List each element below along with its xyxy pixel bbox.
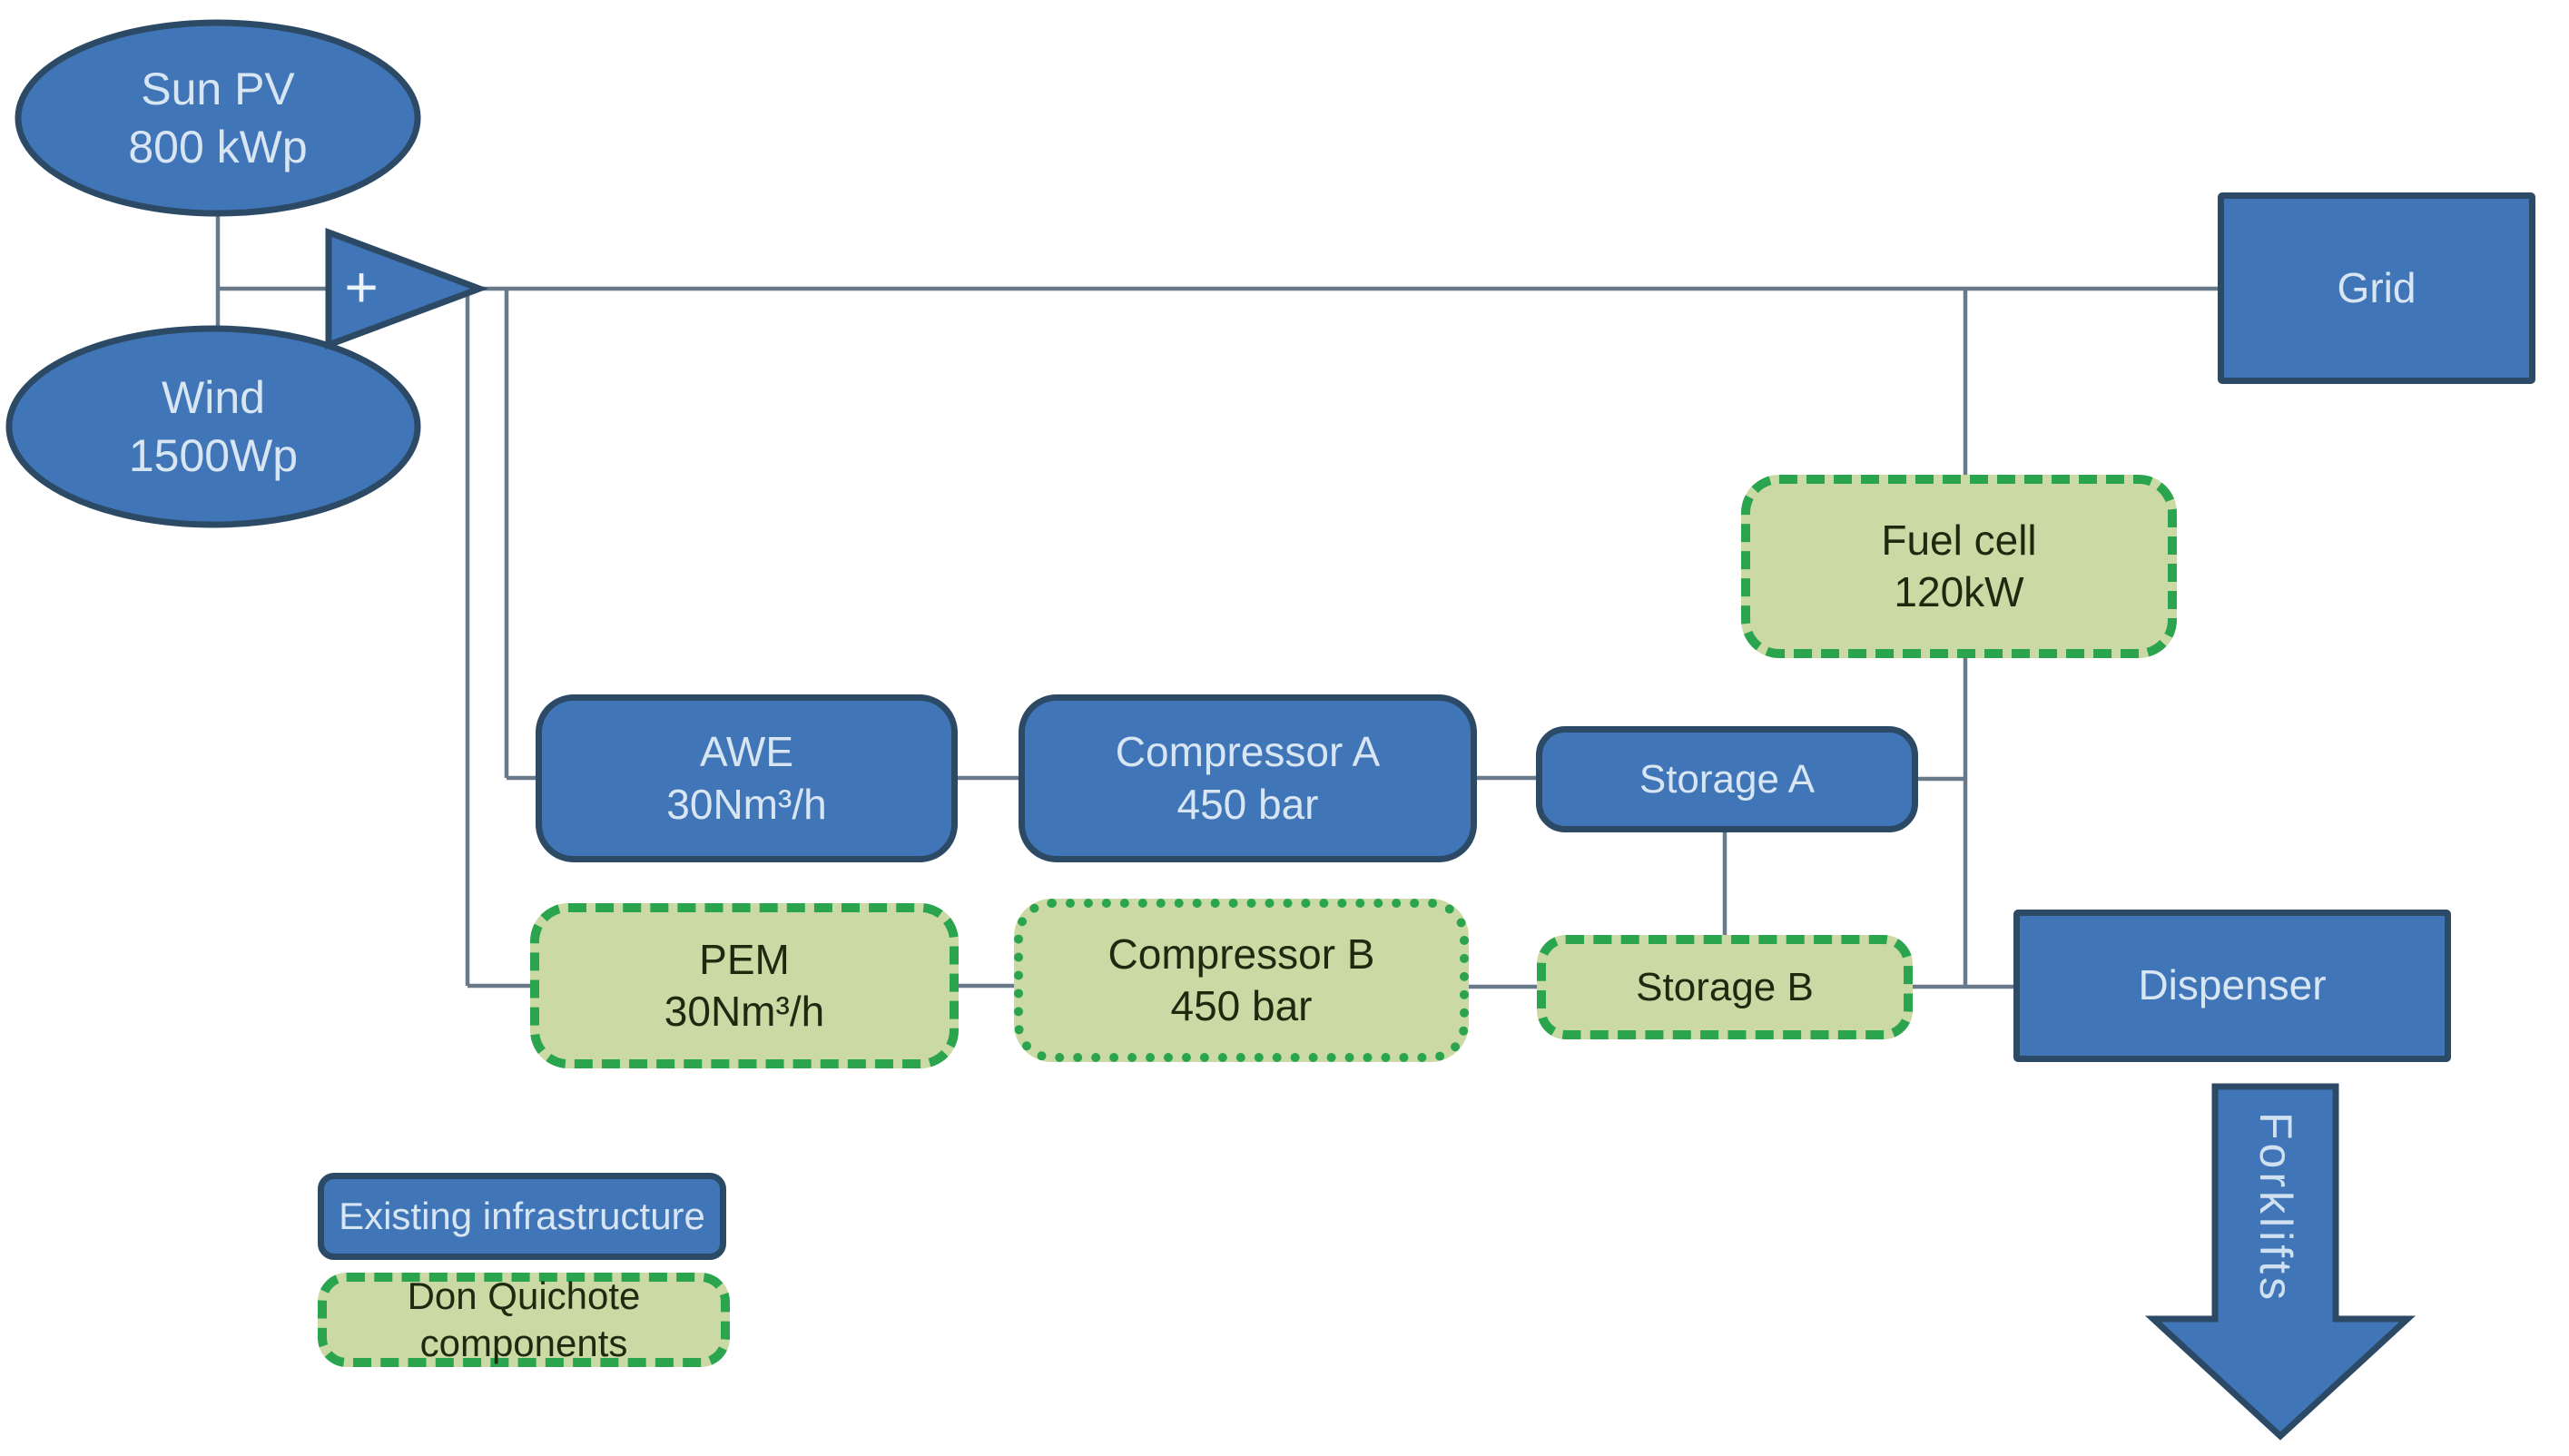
node-dispenser: Dispenser bbox=[2013, 910, 2451, 1062]
compressor-a-label-line1: Compressor A bbox=[1115, 728, 1381, 775]
sun-pv-ellipse bbox=[15, 19, 421, 217]
plus-junction-triangle bbox=[325, 227, 489, 350]
awe-label-line1: AWE bbox=[699, 728, 794, 775]
legend-existing-label: Existing infrastructure bbox=[339, 1194, 705, 1237]
node-awe: AWE 30Nm³/h bbox=[536, 694, 958, 862]
sun-pv-label-line2: 800 kWp bbox=[128, 122, 308, 172]
node-storage-a: Storage A bbox=[1536, 726, 1918, 832]
storage-a-label: Storage A bbox=[1639, 757, 1816, 802]
pem-label-line2: 30Nm³/h bbox=[664, 988, 825, 1035]
dispenser-label: Dispenser bbox=[2138, 961, 2327, 1009]
forklifts-label: Forklifts bbox=[2250, 1111, 2301, 1304]
compressor-a-label-line2: 450 bar bbox=[1176, 780, 1319, 828]
node-grid: Grid bbox=[2218, 192, 2535, 384]
node-compressor-b: Compressor B 450 bar bbox=[1014, 899, 1469, 1062]
node-pem: PEM 30Nm³/h bbox=[530, 903, 959, 1068]
grid-label: Grid bbox=[2337, 263, 2416, 311]
node-wind: Wind 1500Wp bbox=[32, 356, 395, 497]
wind-label-line2: 1500Wp bbox=[128, 430, 299, 481]
pem-label-line1: PEM bbox=[699, 935, 790, 983]
compressor-b-label-line1: Compressor B bbox=[1107, 930, 1375, 978]
awe-label-line2: 30Nm³/h bbox=[666, 780, 827, 828]
sun-pv-label-line1: Sun PV bbox=[141, 64, 295, 114]
node-storage-b: Storage B bbox=[1537, 935, 1913, 1039]
wind-label-line1: Wind bbox=[162, 372, 265, 423]
legend-don-quichote-label: Don Quichote components bbox=[407, 1274, 641, 1365]
node-sun-pv: Sun PV 800 kWp bbox=[36, 47, 399, 189]
legend-don-quichote-components: Don Quichote components bbox=[318, 1273, 730, 1367]
compressor-b-label-line2: 450 bar bbox=[1170, 982, 1313, 1029]
storage-b-label: Storage B bbox=[1636, 965, 1814, 1009]
node-fuel-cell: Fuel cell 120kW bbox=[1741, 475, 2177, 658]
legend-existing-infrastructure: Existing infrastructure bbox=[318, 1173, 726, 1260]
fuel-cell-label-line1: Fuel cell bbox=[1881, 516, 2037, 564]
plus-sign: + bbox=[344, 254, 379, 320]
forklifts-arrow bbox=[2145, 1083, 2416, 1441]
wind-ellipse bbox=[5, 325, 421, 528]
node-compressor-a: Compressor A 450 bar bbox=[1019, 694, 1477, 862]
fuel-cell-label-line2: 120kW bbox=[1894, 568, 2024, 615]
